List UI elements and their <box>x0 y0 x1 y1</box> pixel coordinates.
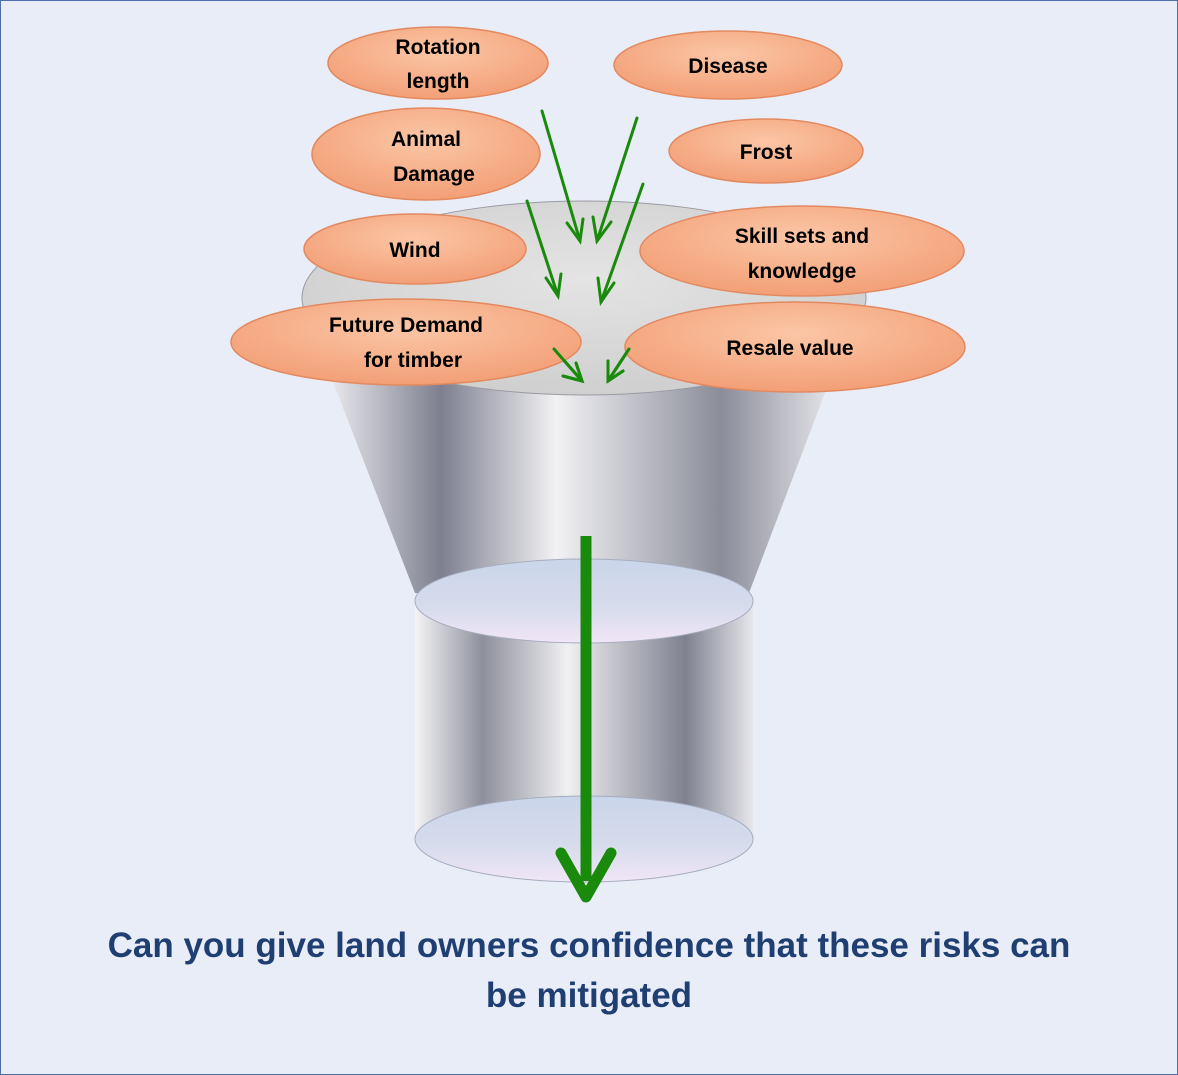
caption: Can you give land owners confidence that… <box>21 921 1157 1021</box>
risk-label: knowledge <box>748 260 857 283</box>
risk-oval-resale-value: Resale value <box>624 301 966 393</box>
risk-oval-animal-damage: Animal Damage <box>311 107 541 201</box>
risk-label: for timber <box>364 349 462 372</box>
output-arrow <box>555 536 617 903</box>
risk-label: Animal <box>391 128 461 151</box>
risk-oval-disease: Disease <box>613 30 843 100</box>
risk-label: Wind <box>389 239 440 262</box>
risk-oval-skill-sets: Skill sets and knowledge <box>639 205 965 297</box>
risk-oval-frost: Frost <box>668 118 864 184</box>
risk-label: Disease <box>688 55 767 78</box>
input-arrows-front <box>552 347 631 384</box>
funnel-cone <box>331 377 831 593</box>
risk-label: Frost <box>740 141 793 164</box>
risk-oval-wind: Wind <box>303 213 527 285</box>
risk-label: length <box>407 70 470 93</box>
risk-oval-rotation-length: Rotation length <box>327 26 549 100</box>
arrow-animal <box>525 199 563 301</box>
caption-line-2: be mitigated <box>485 976 693 1015</box>
arrow-frost <box>596 182 645 307</box>
risk-label: Resale value <box>726 337 853 360</box>
risk-label: Damage <box>393 163 475 186</box>
risk-label: Skill sets and <box>735 225 869 248</box>
caption-line-1: Can you give land owners confidence that… <box>107 926 1071 965</box>
risk-label: Rotation <box>395 36 480 59</box>
arrow-disease <box>591 116 639 245</box>
arrow-rotation <box>540 109 585 245</box>
risk-oval-future-demand: Future Demand for timber <box>230 298 582 386</box>
risk-label: Future Demand <box>329 314 483 337</box>
